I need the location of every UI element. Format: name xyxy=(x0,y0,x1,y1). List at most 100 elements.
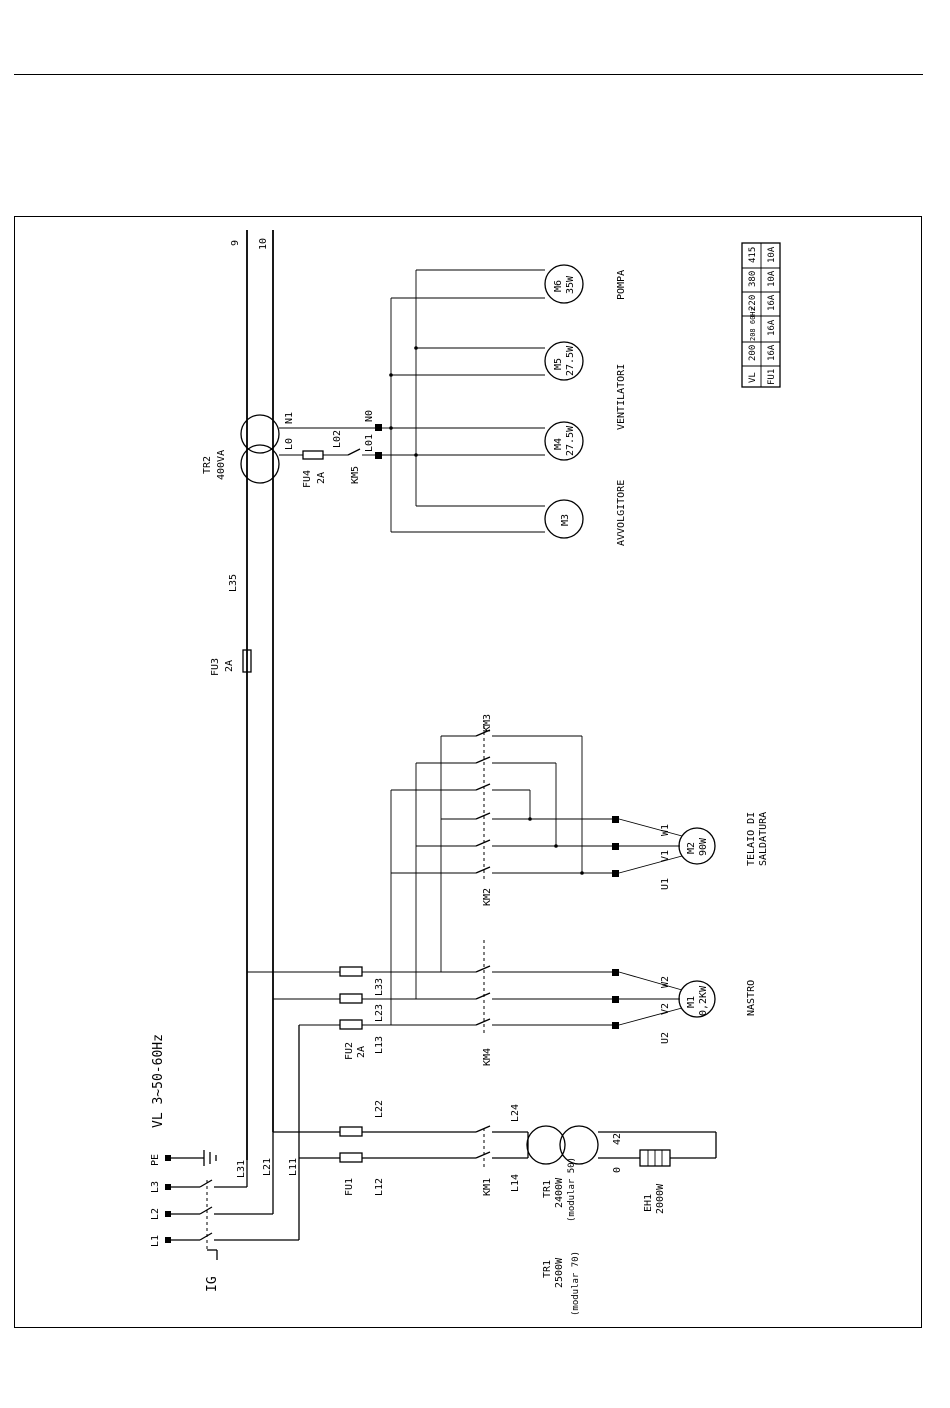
bus-10-label: 10 xyxy=(258,238,269,250)
fuse-table-r1: 16A xyxy=(767,344,777,361)
fuse-fu1-label: FU1 xyxy=(344,1178,355,1196)
motor-m4 xyxy=(544,421,584,461)
fuse-fu3-rating: 2A xyxy=(224,660,235,672)
wire-l14: L14 xyxy=(510,1174,521,1192)
motor-m6-name: M6 xyxy=(553,280,564,292)
fuse-fu3 xyxy=(242,649,252,673)
transformer-tr2-primary xyxy=(240,414,280,454)
supply-phase-pe: PE xyxy=(150,1154,161,1166)
heater-eh1-power: 2000W xyxy=(655,1183,666,1214)
motor-m2-power: 90W xyxy=(698,837,709,856)
motor-m1-label: NASTRO xyxy=(746,980,757,1016)
motor-m2 xyxy=(678,827,716,865)
fuse-fu1-b xyxy=(339,1152,363,1163)
motor-m2-terminal-v1: V1 xyxy=(660,850,671,862)
motor-m2-label-line2: SALDATURA xyxy=(758,812,769,866)
wire-l22: L22 xyxy=(374,1100,385,1118)
wire-l24: L24 xyxy=(510,1104,521,1122)
fuse-fu2-c xyxy=(339,1019,363,1030)
fuse-table-r2: 16A xyxy=(767,319,777,336)
transformer-tr1-alt-power: 2500W xyxy=(554,1257,565,1288)
fuse-fu3-name: FU3 xyxy=(210,658,221,676)
fuse-table-r0: FU1 xyxy=(767,369,777,385)
contactor-km1-label: KM1 xyxy=(482,1178,493,1196)
transformer-tr2-power: 400VA xyxy=(216,450,227,480)
fuse-table-h5: 415 xyxy=(748,247,758,263)
bus-9-label: 9 xyxy=(230,240,241,246)
wire-l35: L35 xyxy=(228,574,239,592)
wire-l01: L01 xyxy=(364,434,375,452)
fuse-table-h2: 208 60Hz xyxy=(749,307,757,341)
motor-m3-label: AVVOLGITORE xyxy=(616,480,627,546)
motor-m2-name: M2 xyxy=(686,842,697,854)
fuse-table-h0: VL xyxy=(748,372,758,383)
wire-n1: N1 xyxy=(284,412,295,424)
motor-m4-name: M4 xyxy=(553,438,564,450)
fuse-fu2-rating: 2A xyxy=(356,1046,367,1058)
motor-m5 xyxy=(544,341,584,381)
transformer-tr1-primary xyxy=(526,1125,566,1165)
fuse-fu1-a xyxy=(339,1126,363,1137)
motor-m1 xyxy=(678,980,716,1018)
motor-m2-terminal-u1: U1 xyxy=(660,878,671,890)
transformer-tr1-name: TR1 xyxy=(542,1180,553,1198)
transformer-tr2-name: TR2 xyxy=(202,456,213,474)
wire-l33: L33 xyxy=(374,978,385,996)
motor-m5-name: M5 xyxy=(553,358,564,370)
supply-phase-l1: L1 xyxy=(150,1235,161,1247)
main-switch-label: IG xyxy=(205,1276,220,1292)
motor-m1-name: M1 xyxy=(686,996,697,1008)
motor-m6-label: POMPA xyxy=(616,270,627,300)
motor-m6 xyxy=(544,264,584,304)
transformer-tr1-secondary xyxy=(559,1125,599,1165)
supply-phase-l3: L3 xyxy=(150,1181,161,1193)
wire-l0: L0 xyxy=(284,438,295,450)
motor-m6-power: 35W xyxy=(565,275,576,294)
supply-phase-l2: L2 xyxy=(150,1208,161,1220)
transformer-tr2-secondary xyxy=(240,444,280,484)
heater-eh1-name: EH1 xyxy=(643,1194,654,1212)
motor-m3-name: M3 xyxy=(560,514,571,526)
transformer-tr1-power: 2400W xyxy=(554,1177,565,1208)
motor-m2-label-line1: TELAIO DI xyxy=(746,812,757,866)
fuse-fu4 xyxy=(302,450,324,460)
fuse-table: VL 200 208 60Hz 220 380 415 FU1 16A 16A … xyxy=(741,242,781,388)
motor-m1-power: 0,2KW xyxy=(698,985,709,1016)
wire-l11: L11 xyxy=(288,1158,299,1176)
fans-label: VENTILATORI xyxy=(616,364,627,430)
wire-n0: N0 xyxy=(364,410,375,422)
contactor-km3-label: KM3 xyxy=(482,714,493,732)
motor-m4-power: 27.5W xyxy=(565,425,576,456)
transformer-tr1-alt-name: TR1 xyxy=(542,1260,553,1278)
fuse-table-r4: 10A xyxy=(767,270,777,287)
terminal-42: 42 xyxy=(612,1133,623,1145)
motor-m5-power: 27.5W xyxy=(565,345,576,376)
wire-l13: L13 xyxy=(374,1036,385,1054)
wire-l31: L31 xyxy=(236,1160,247,1178)
motor-m1-terminal-w2: W2 xyxy=(660,976,671,988)
fuse-table-h4: 380 xyxy=(748,271,758,287)
fuse-table-r3: 16A xyxy=(767,294,777,311)
motor-m1-terminal-u2: U2 xyxy=(660,1032,671,1044)
header-rule xyxy=(14,74,923,75)
transformer-tr1-alt-model: (modular 70) xyxy=(571,1251,581,1316)
terminal-l1 xyxy=(165,1237,171,1243)
fuse-fu2-name: FU2 xyxy=(344,1042,355,1060)
terminal-l2 xyxy=(165,1211,171,1217)
terminal-pe xyxy=(165,1155,171,1161)
wire-l12: L12 xyxy=(374,1178,385,1196)
fuse-fu2-b xyxy=(339,993,363,1004)
wire-l21: L21 xyxy=(262,1158,273,1176)
terminal-l3 xyxy=(165,1184,171,1190)
motor-m1-terminal-v2: V2 xyxy=(660,1003,671,1015)
fuse-fu4-name: FU4 xyxy=(302,470,313,488)
wire-l02: L02 xyxy=(332,430,343,448)
contactor-km5-label: KM5 xyxy=(350,466,361,484)
fuse-fu2-a xyxy=(339,966,363,977)
fuse-table-r5: 10A xyxy=(767,246,777,263)
motor-m3 xyxy=(544,499,584,539)
contactor-km2-label: KM2 xyxy=(482,888,493,906)
transformer-tr1-model: (modular 50) xyxy=(567,1157,577,1222)
terminal-0: 0 xyxy=(612,1167,623,1173)
